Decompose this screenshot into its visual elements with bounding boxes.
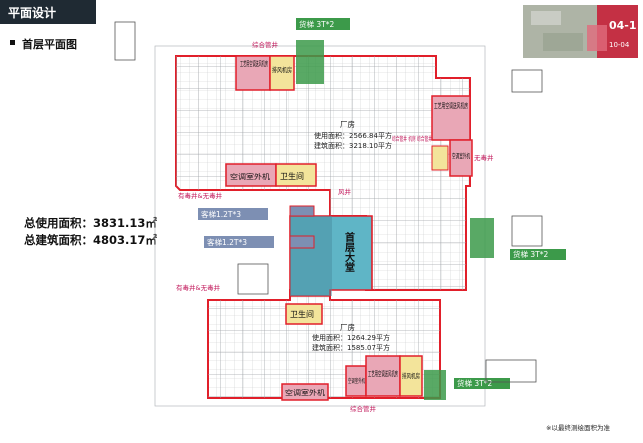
exhaust-room-1-label: 排风机房 <box>272 65 292 74</box>
lower-plant-area <box>207 289 441 399</box>
lower-plant-build: 建筑面积：1585.07平方 <box>312 343 390 352</box>
process-ac-room-bottom <box>365 355 401 397</box>
freight-lift-right <box>470 218 494 258</box>
passenger-lift-2-label: 客梯1.2T*3 <box>207 237 247 247</box>
freight-lift-bottom-label: 货梯 3T*2 <box>457 378 492 388</box>
freight-lift-top <box>296 40 324 84</box>
wc-upper <box>275 163 317 187</box>
toxic-shaft-1-label: 有毒井&无毒井 <box>178 191 223 200</box>
footnote: ※以最终测绘面积为准 <box>546 424 610 432</box>
process-ac-bottom-label: 工艺用空调送风机房 <box>368 369 398 378</box>
lower-plant-name: 厂房 <box>340 322 355 332</box>
upper-plant-area <box>175 55 471 291</box>
exhaust-room-2-label: 排风机房 <box>402 371 420 380</box>
lobby-area <box>289 215 373 297</box>
thumbnail-sublabel: 10-04 <box>609 41 630 49</box>
ac-outdoor-3-label: 空调室外机 <box>285 388 325 397</box>
wc-2-label: 卫生间 <box>290 309 314 319</box>
total-build-area: 总建筑面积：4803.17㎡ <box>24 233 157 247</box>
thumbnail-label: 04-1 <box>609 19 637 32</box>
passenger-lift-1 <box>289 205 315 217</box>
exhaust-room-top <box>269 55 295 91</box>
lower-plant-use: 使用面积：1264.29平方 <box>312 333 390 342</box>
freight-lift-bottom <box>424 370 446 400</box>
passenger-lift-1-label: 客梯1.2T*3 <box>201 209 241 219</box>
shaft-right-label: 综合管井 机房 综合管井 <box>392 135 432 143</box>
site-map-image: 04-1 10-04 <box>523 5 638 58</box>
ac-outdoor-bottom-2 <box>345 365 367 397</box>
ac-outdoor-4-label: 空调室外机 <box>348 377 365 385</box>
toxic-shaft-2-label: 有毒井&无毒井 <box>176 283 221 292</box>
area-totals: 总使用面积：3831.13㎡ 总建筑面积：4803.17㎡ <box>24 215 157 249</box>
freight-lift-right-label: 货梯 3T*2 <box>513 249 548 259</box>
passenger-lift-2 <box>289 235 315 249</box>
shaft-bottom-label: 综合管井 <box>350 404 377 413</box>
ac-outdoor-mid <box>225 163 277 187</box>
process-ac-top-label: 工艺用空调送风机房 <box>240 59 268 68</box>
bullet-icon <box>10 40 15 45</box>
section-header: 平面设计 <box>0 0 96 24</box>
total-use-area: 总使用面积：3831.13㎡ <box>24 216 157 230</box>
site-thumbnail: 04-1 10-04 <box>523 5 638 58</box>
section-title: 平面设计 <box>8 6 57 20</box>
wc-1-label: 卫生间 <box>280 171 304 181</box>
upper-plant-use: 使用面积：2566.84平方 <box>314 131 392 140</box>
exhaust-room-bottom <box>399 355 423 397</box>
no-toxic-shaft-label: 无毒井 <box>474 153 494 162</box>
ac-outdoor-1-label: 空调室外机 <box>230 172 270 181</box>
process-ac-room-right <box>431 95 471 141</box>
wc-lower <box>285 303 323 325</box>
process-ac-right-label: 工艺用空调送风机房 <box>434 101 468 110</box>
upper-plant-build: 建筑面积：3218.10平方 <box>314 141 392 150</box>
page-subtitle: 首层平面图 <box>22 38 77 51</box>
process-ac-room-top <box>235 55 271 91</box>
vent-shaft-label: 风井 <box>338 187 352 196</box>
ac-outdoor-right <box>449 139 473 177</box>
upper-plant-name: 厂房 <box>340 119 355 129</box>
freight-lift-top-label: 货梯 3T*2 <box>299 19 334 29</box>
ac-outdoor-bottom <box>281 383 329 401</box>
ac-outdoor-2-label: 空调室外机 <box>452 151 470 160</box>
shaft-top-label: 综合管井 <box>252 40 279 49</box>
lobby-label: 首层大堂 <box>343 231 355 272</box>
